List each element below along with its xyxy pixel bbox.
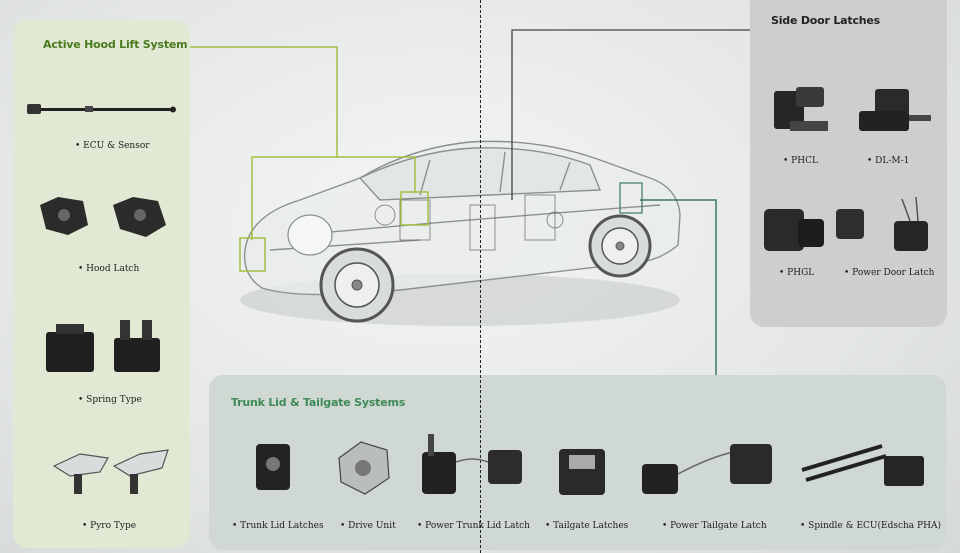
side-panel-title: Side Door Latches	[771, 14, 881, 27]
power-tailgate-latch-label: • Power Tailgate Latch	[662, 521, 767, 531]
power-trunk-lid-latch-icon	[422, 434, 522, 494]
hood-latch-highlight	[239, 237, 266, 272]
side-door-panel	[750, 0, 947, 327]
pyro-type-icon	[52, 449, 169, 494]
drive-unit-icon	[338, 441, 390, 495]
hood-latch-icon	[40, 197, 166, 237]
trunk-latch-highlight	[619, 182, 643, 214]
dl-m-1-label: • DL-M-1	[867, 156, 910, 166]
power-door-latch-label: • Power Door Latch	[844, 268, 935, 278]
spindle-ecu-label: • Spindle & ECU(Edscha PHA)	[800, 521, 941, 531]
ecu-sensor-label: • ECU & Sensor	[75, 141, 150, 151]
drive-unit-label: • Drive Unit	[340, 521, 396, 531]
hood-panel-title: Active Hood Lift System	[43, 38, 188, 51]
power-trunk-lid-latch-label: • Power Trunk Lid Latch	[417, 521, 530, 531]
spring-type-icon	[46, 320, 160, 372]
pyro-type-label: • Pyro Type	[82, 521, 137, 531]
front-wheel	[319, 247, 395, 323]
phgl-latch-icon	[764, 209, 824, 251]
trunk-lid-latch-icon	[256, 444, 290, 490]
power-tailgate-latch-icon	[642, 444, 772, 494]
trunk-lid-latches-label: • Trunk Lid Latches	[232, 521, 324, 531]
trunk-panel-title: Trunk Lid & Tailgate Systems	[231, 396, 406, 409]
tailgate-latch-icon	[559, 449, 605, 495]
phgl-label: • PHGL	[779, 268, 815, 278]
phcl-label: • PHCL	[783, 156, 818, 166]
hood-lift-highlight	[400, 191, 429, 226]
hood-latch-label: • Hood Latch	[78, 264, 140, 274]
dl-m-1-latch-icon	[859, 89, 931, 131]
divider-line	[480, 0, 481, 553]
power-door-latch-icon	[836, 196, 928, 251]
spring-type-label: • Spring Type	[78, 395, 142, 405]
rear-wheel	[588, 214, 652, 278]
ecu-sensor-icon	[27, 104, 176, 114]
phcl-latch-icon	[774, 87, 828, 131]
spindle-ecu-icon	[801, 444, 924, 486]
tailgate-latches-label: • Tailgate Latches	[545, 521, 629, 531]
